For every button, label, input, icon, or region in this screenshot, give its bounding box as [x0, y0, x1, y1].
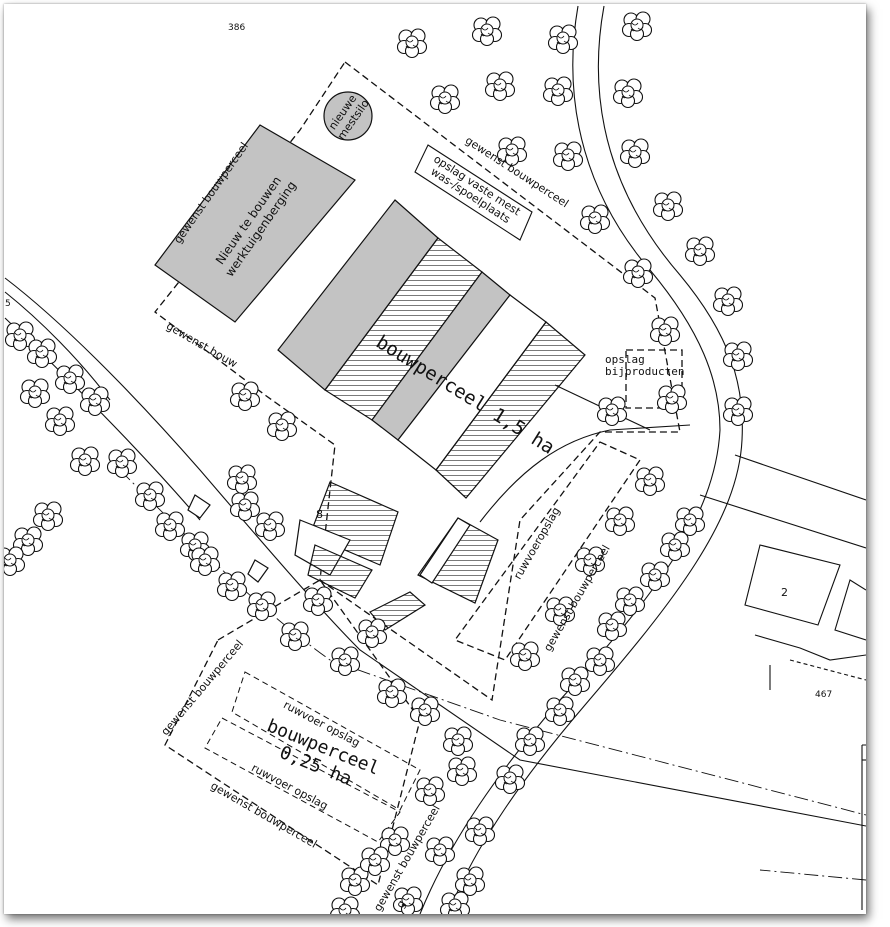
tree-symbol [254, 511, 286, 542]
opslag-label-2: bijproducten [605, 365, 684, 378]
tree-symbol [446, 756, 478, 787]
tree-symbol [454, 866, 486, 897]
tree-symbol [684, 236, 716, 267]
tree-symbol [414, 776, 446, 807]
tree-symbol [659, 531, 691, 562]
neighbouring-buildings [744, 544, 866, 910]
tree-symbol [189, 546, 221, 577]
tree-symbol [652, 191, 684, 222]
tree-symbol [356, 618, 388, 649]
tree-symbol [484, 71, 516, 102]
werktuigenberging-building: Nieuw te bouwen werktuigenberging [154, 124, 356, 323]
tree-symbol [471, 16, 503, 47]
opslag-mest-box: opslag vaste mest was-/spoelplaats [414, 144, 533, 241]
parcel-number-5: 5 [5, 299, 11, 309]
tree-symbol [509, 641, 541, 672]
parcel-number-8: 8 [316, 508, 323, 521]
tree-symbol [442, 726, 474, 757]
tree-symbol [154, 511, 186, 542]
tree-symbol [302, 586, 334, 617]
tree-symbol [79, 386, 111, 417]
tree-symbol [722, 341, 754, 372]
tree-symbol [542, 76, 574, 107]
tree-symbol [69, 446, 101, 477]
tree-symbol [649, 316, 681, 347]
tree-symbol [229, 491, 261, 522]
tree-symbol [54, 364, 86, 395]
tree-symbol [329, 646, 361, 677]
tree-symbol [514, 726, 546, 757]
farm-buildings-small [187, 481, 499, 631]
tree-symbol [674, 506, 706, 537]
tree-symbol [604, 506, 636, 537]
tree-symbol [634, 466, 666, 497]
map-frame: nieuwe mestsilo Nieuw te bouwen werktuig… [4, 4, 866, 914]
tree-symbol [359, 846, 391, 877]
parcel-number-386: 386 [228, 23, 245, 33]
gewenst-label-small-left: gewenst bouwperceel [159, 637, 246, 738]
tree-symbol [32, 501, 64, 532]
tree-symbol [494, 764, 526, 795]
mestsilo: nieuwe mestsilo [323, 91, 373, 142]
tree-symbol [44, 406, 76, 437]
tree-symbol [134, 481, 166, 512]
tree-symbol [26, 338, 58, 369]
tree-symbol [584, 646, 616, 677]
tree-symbol [409, 696, 441, 727]
parcel-number-2: 2 [781, 586, 788, 599]
tree-symbol [722, 396, 754, 427]
tree-symbol [229, 381, 261, 412]
parcel-number-467: 467 [815, 690, 832, 700]
tree-symbol [439, 891, 471, 914]
tree-symbol [429, 84, 461, 115]
trees [4, 11, 754, 914]
tree-symbol [106, 448, 138, 479]
tree-symbol [266, 411, 298, 442]
tree-symbol [614, 586, 646, 617]
tree-symbol [639, 561, 671, 592]
tree-symbol [226, 464, 258, 495]
tree-symbol [612, 78, 644, 109]
ruwvoer-boxes [204, 671, 421, 843]
gewenst-label-mid: gewenst bouw [164, 319, 240, 370]
tree-symbol [376, 678, 408, 709]
ruwvoeropslag-label: ruwvoeropslag [511, 505, 563, 582]
tree-symbol [621, 11, 653, 42]
tree-symbol [559, 666, 591, 697]
tree-symbol [216, 571, 248, 602]
tree-symbol [19, 378, 51, 409]
tree-symbol [552, 141, 584, 172]
tree-symbol [656, 384, 688, 415]
site-plan-map: nieuwe mestsilo Nieuw te bouwen werktuig… [4, 5, 866, 914]
tree-symbol [712, 286, 744, 317]
tree-symbol [596, 396, 628, 427]
tree-symbol [622, 258, 654, 289]
tree-symbol [4, 546, 26, 577]
tree-symbol [424, 836, 456, 867]
tree-symbol [329, 896, 361, 914]
tree-symbol [547, 24, 579, 55]
tree-symbol [619, 138, 651, 169]
opslag-label-1: opslag [605, 353, 645, 366]
tree-symbol [396, 28, 428, 59]
tree-symbol [544, 696, 576, 727]
tree-symbol [464, 816, 496, 847]
tree-symbol [279, 621, 311, 652]
dashed-boundaries [154, 61, 683, 887]
main-stables [277, 199, 586, 499]
tree-symbol [579, 204, 611, 235]
tree-symbol [246, 591, 278, 622]
tree-symbol [596, 611, 628, 642]
